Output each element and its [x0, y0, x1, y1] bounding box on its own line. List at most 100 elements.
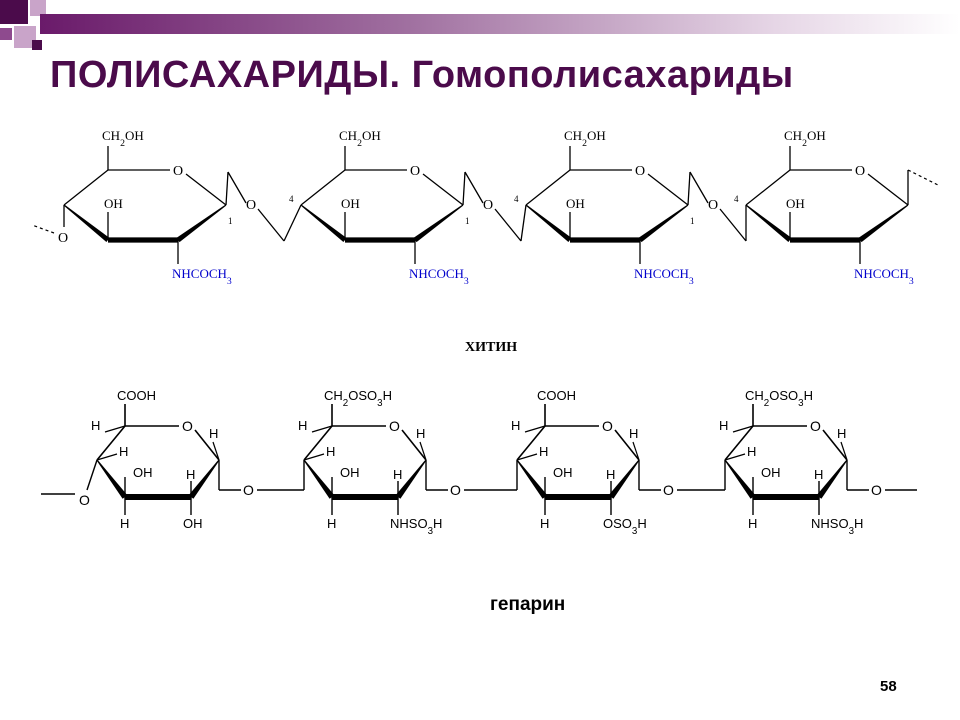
bold-bond — [724, 459, 756, 499]
c6-substituent-label: COOH — [537, 388, 576, 403]
c6-substituent-label: CH2OSO3H — [745, 388, 813, 409]
carbon-number-4: 4 — [734, 194, 739, 204]
bond-line — [822, 429, 848, 461]
bold-bond — [816, 459, 848, 499]
hydroxyl-label: OH — [786, 196, 805, 211]
bond-line — [96, 453, 118, 461]
hydrogen-label: H — [119, 444, 128, 459]
hydrogen-label: H — [629, 426, 638, 441]
bold-bond — [300, 204, 347, 243]
bold-bond — [108, 237, 178, 243]
chain-continuation — [31, 224, 55, 234]
ch2oh-label: CH2OH — [784, 128, 826, 149]
hydroxyl-label: OH — [341, 196, 360, 211]
c2-substituent-label: NHSO3H — [811, 516, 863, 537]
bond-line — [194, 429, 220, 461]
chitin-caption: ХИТИН — [465, 340, 518, 355]
bond-line — [422, 173, 464, 206]
bond-line — [212, 441, 220, 461]
hydrogen-label: H — [120, 516, 129, 531]
bond-line — [520, 204, 527, 242]
title-gradient-bar — [40, 14, 960, 34]
acetamido-label: NHCOCH3 — [172, 266, 232, 287]
bond-line — [732, 425, 754, 433]
c6-substituent-label: COOH — [117, 388, 156, 403]
bold-bond — [413, 204, 464, 243]
hydrogen-label: H — [747, 444, 756, 459]
bold-bond — [525, 204, 572, 243]
page-number: 58 — [880, 678, 897, 695]
bond-line — [614, 429, 640, 461]
bond-line — [63, 169, 109, 206]
bond-line — [283, 204, 302, 242]
bond-line — [300, 169, 346, 206]
bold-bond — [753, 494, 819, 500]
bond-line — [303, 425, 333, 461]
hydrogen-label: H — [209, 426, 218, 441]
ring-oxygen-label: O — [173, 164, 183, 179]
bond-line — [745, 169, 791, 206]
hydroxyl-label: OH — [566, 196, 585, 211]
slide-title: ПОЛИСАХАРИДЫ. Гомополисахариды — [50, 54, 794, 96]
bold-bond — [176, 204, 227, 243]
hydroxyl-label: OH — [104, 196, 123, 211]
hydrogen-label: H — [814, 467, 823, 482]
hydroxyl-label: OH — [133, 465, 153, 480]
bold-bond — [608, 459, 640, 499]
bold-bond — [570, 237, 640, 243]
terminal-oxygen-label: O — [58, 231, 68, 246]
bond-line — [494, 208, 522, 242]
bond-line — [419, 441, 427, 461]
bond-line — [225, 171, 229, 206]
terminal-oxygen-label: O — [79, 492, 90, 508]
bond-line — [724, 425, 754, 461]
hydrogen-label: H — [606, 467, 615, 482]
bold-bond — [638, 204, 689, 243]
bond-line — [257, 208, 285, 242]
bond-line — [96, 425, 126, 461]
bold-bond — [858, 204, 909, 243]
bond-line — [462, 171, 466, 206]
acetamido-label: NHCOCH3 — [854, 266, 914, 287]
bond-line — [525, 169, 571, 206]
hydrogen-label: H — [186, 467, 195, 482]
ch2oh-label: CH2OH — [339, 128, 381, 149]
bond-line — [227, 171, 247, 204]
carbon-number-4: 4 — [289, 194, 294, 204]
carbon-number-1: 1 — [228, 216, 233, 226]
carbon-number-1: 1 — [465, 216, 470, 226]
bond-line — [632, 441, 640, 461]
bold-bond — [395, 459, 427, 499]
hydrogen-label: H — [298, 418, 307, 433]
c6-substituent-label: CH2OSO3H — [324, 388, 392, 409]
hydrogen-label: H — [91, 418, 100, 433]
bold-bond — [332, 494, 398, 500]
hydrogen-label: H — [539, 444, 548, 459]
bond-line — [311, 425, 333, 433]
bold-bond — [545, 494, 611, 500]
ring-oxygen-label: O — [635, 164, 645, 179]
ch2oh-label: CH2OH — [102, 128, 144, 149]
bond-line — [719, 208, 747, 242]
hydroxyl-label: OH — [340, 465, 360, 480]
bold-bond — [516, 459, 548, 499]
glycosidic-oxygen-label: O — [483, 198, 493, 213]
bond-line — [401, 429, 427, 461]
ring-oxygen-label: O — [182, 418, 193, 434]
c2-substituent-label: OH — [183, 516, 203, 531]
bond-line — [464, 171, 484, 204]
hydrogen-label: H — [540, 516, 549, 531]
bold-bond — [188, 459, 220, 499]
hydrogen-label: H — [837, 426, 846, 441]
hydroxyl-label: OH — [761, 465, 781, 480]
bond-line — [724, 453, 746, 461]
bond-line — [303, 453, 325, 461]
bond-line — [185, 173, 227, 206]
bond-line — [104, 425, 126, 433]
bond-line — [687, 171, 691, 206]
bold-bond — [790, 237, 860, 243]
